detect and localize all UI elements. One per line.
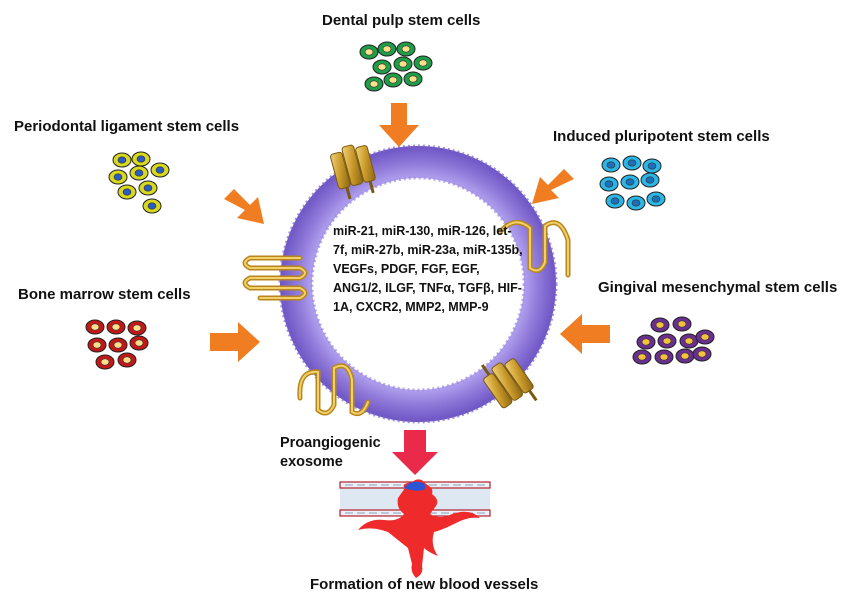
stem-cell-nucleus bbox=[647, 162, 657, 170]
stem-cell-nucleus bbox=[641, 338, 651, 346]
label-dental-pulp: Dental pulp stem cells bbox=[322, 12, 481, 29]
stem-cell-nucleus bbox=[604, 180, 614, 188]
new-vessel-sprout bbox=[358, 479, 480, 578]
arrow-bone-marrow bbox=[210, 322, 260, 362]
stem-cell-nucleus bbox=[90, 323, 100, 331]
stem-cell-nucleus bbox=[369, 80, 379, 88]
induced-pluripotent-cells bbox=[599, 155, 666, 211]
stem-cell-nucleus bbox=[697, 350, 707, 358]
stem-cell-nucleus bbox=[700, 333, 710, 341]
dental-pulp-cells bbox=[359, 41, 433, 92]
gingival-mesenchymal-cells bbox=[632, 316, 715, 365]
stem-cell-nucleus bbox=[364, 48, 374, 56]
stem-cell-nucleus bbox=[117, 156, 127, 164]
exosome bbox=[278, 144, 558, 424]
channel-protein-bottom-right bbox=[481, 358, 538, 409]
stem-cell-nucleus bbox=[398, 60, 408, 68]
stem-cell-nucleus bbox=[637, 353, 647, 361]
label-periodontal: Periodontal ligament stem cells bbox=[14, 118, 240, 135]
arrow-gingival bbox=[560, 314, 610, 354]
stem-cell-nucleus bbox=[134, 339, 144, 347]
label-bone-marrow: Bone marrow stem cells bbox=[18, 286, 191, 303]
stem-cell-nucleus bbox=[113, 341, 123, 349]
stem-cell-nucleus bbox=[382, 45, 392, 53]
arrow-dental-pulp bbox=[379, 103, 419, 147]
vessel-blue-spot bbox=[404, 481, 426, 491]
arrow-to-vessel bbox=[392, 430, 438, 475]
stem-cell-nucleus bbox=[134, 169, 144, 177]
stem-cell-nucleus bbox=[143, 184, 153, 192]
stem-cell-nucleus bbox=[645, 176, 655, 184]
label-proangiogenic-exosome: Proangiogenic exosome bbox=[280, 435, 381, 470]
receptor-protein-right bbox=[497, 219, 571, 278]
receptor-protein-bottom-left bbox=[297, 363, 371, 417]
channel-protein-top bbox=[330, 144, 376, 200]
label-gingival: Gingival mesenchymal stem cells bbox=[598, 279, 838, 296]
stem-cell-nucleus bbox=[625, 178, 635, 186]
exosome-cargo-list: miR-21, miR-130, miR-126, let-7f, miR-27… bbox=[333, 224, 523, 314]
stem-cell-nucleus bbox=[92, 341, 102, 349]
receptor-protein-left bbox=[242, 255, 308, 301]
stem-cell-nucleus bbox=[680, 352, 690, 360]
stem-cell-nucleus bbox=[136, 155, 146, 163]
stem-cell-nucleus bbox=[659, 353, 669, 361]
stem-cell-nucleus bbox=[111, 323, 121, 331]
arrow-periodontal bbox=[224, 189, 264, 224]
stem-cell-nucleus bbox=[155, 166, 165, 174]
stem-cell-nucleus bbox=[606, 161, 616, 169]
stem-cell-nucleus bbox=[651, 195, 661, 203]
stem-cell-nucleus bbox=[418, 59, 428, 67]
stem-cell-nucleus bbox=[132, 324, 142, 332]
stem-cell-nucleus bbox=[408, 75, 418, 83]
stem-cell-nucleus bbox=[388, 76, 398, 84]
stem-cell-nucleus bbox=[677, 320, 687, 328]
label-induced-pluripotent: Induced pluripotent stem cells bbox=[553, 128, 770, 145]
stem-cell-nucleus bbox=[627, 159, 637, 167]
label-outcome: Formation of new blood vessels bbox=[310, 576, 539, 593]
stem-cell-nucleus bbox=[655, 321, 665, 329]
stem-cell-nucleus bbox=[610, 197, 620, 205]
periodontal-ligament-cells bbox=[108, 151, 170, 214]
stem-cell-nucleus bbox=[377, 63, 387, 71]
stem-cell-nucleus bbox=[100, 358, 110, 366]
stem-cell-nucleus bbox=[401, 45, 411, 53]
stem-cell-nucleus bbox=[631, 199, 641, 207]
arrow-induced-pluripotent bbox=[532, 169, 574, 204]
stem-cell-nucleus bbox=[122, 356, 132, 364]
stem-cell-nucleus bbox=[122, 188, 132, 196]
stem-cell-nucleus bbox=[684, 337, 694, 345]
stem-cell-nucleus bbox=[662, 337, 672, 345]
blood-vessel bbox=[339, 479, 491, 578]
stem-cell-nucleus bbox=[147, 202, 157, 210]
exosome-lumen bbox=[312, 178, 524, 390]
bone-marrow-cells bbox=[85, 319, 149, 370]
stem-cell-nucleus bbox=[113, 173, 123, 181]
